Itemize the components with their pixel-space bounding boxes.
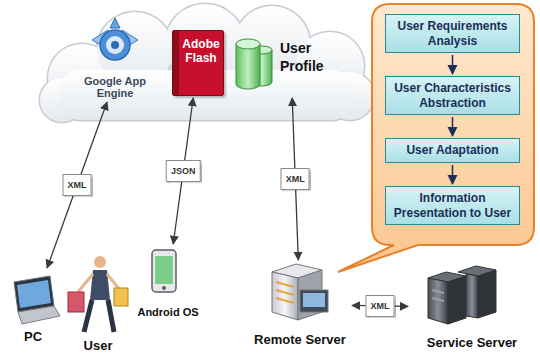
app-engine-node: Google App Engine — [68, 60, 162, 100]
process-box: User Requirements Analysis — [385, 14, 520, 53]
user-node: User — [62, 252, 134, 353]
node-label: User Characteristics Abstraction — [391, 81, 514, 110]
cloud — [40, 4, 374, 122]
connector-arrow — [452, 117, 454, 136]
node-label: User Requirements Analysis — [391, 19, 514, 48]
node-label: Android OS — [137, 306, 198, 318]
connector-arrow — [452, 165, 454, 184]
process-box: User Characteristics Abstraction — [385, 76, 520, 115]
callout-bubble — [338, 4, 534, 272]
phone-icon — [152, 250, 176, 292]
node-label: Service Server — [427, 335, 517, 350]
remote-server-node: Remote Server — [250, 262, 350, 347]
connector-arrow — [47, 102, 107, 268]
process-box: Information Presentation to User — [385, 186, 520, 225]
document-label: JSON — [166, 160, 201, 182]
flash-book: Adobe Flash — [172, 30, 224, 96]
service-server-node: Service Server — [410, 265, 534, 350]
node-label: Google App Engine — [68, 75, 162, 100]
service-server-icon — [428, 266, 496, 324]
document-label: XML — [366, 295, 395, 317]
node-label: Information Presentation to User — [391, 191, 514, 220]
node-label: Adobe Flash — [181, 38, 221, 66]
pc-node: PC — [4, 270, 62, 344]
phone-node: Android OS — [122, 246, 214, 318]
document-label: XML — [63, 174, 92, 196]
node-label: PC — [24, 329, 42, 344]
laptop-icon — [14, 276, 60, 324]
document-label: XML — [281, 168, 310, 190]
connector-arrow — [452, 55, 454, 74]
remote-server-icon — [272, 264, 328, 320]
user-profile-node: User Profile — [232, 36, 350, 96]
node-label: User — [84, 338, 113, 353]
node-label: User Profile — [280, 40, 350, 75]
node-label: User Adaptation — [406, 143, 498, 157]
database-icon — [236, 39, 272, 89]
process-box: User Adaptation — [385, 138, 520, 163]
app-engine-icon — [92, 18, 138, 60]
node-label: Remote Server — [254, 332, 346, 347]
user-figure — [68, 256, 128, 332]
